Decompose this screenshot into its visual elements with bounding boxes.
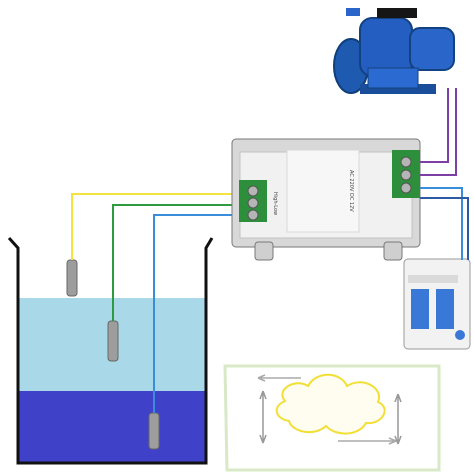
tank-outline — [7, 236, 214, 465]
controller-small-label: High-Low — [272, 192, 278, 215]
probe-icon — [66, 259, 78, 297]
yellow-wire — [71, 193, 239, 260]
tank-water-bottom — [18, 391, 206, 463]
probe-icon — [107, 320, 119, 362]
cycle-arrow-top — [257, 374, 301, 382]
blue-wire-2 — [420, 187, 463, 260]
cycle-arrow-left — [259, 390, 267, 444]
cycle-arrow-bottom — [338, 437, 397, 445]
controller-module-icon: AC 220V DC 12V High-Low — [231, 138, 421, 261]
probe-wires — [71, 193, 239, 413]
pump-icon — [333, 8, 455, 94]
breaker-icon — [403, 258, 471, 350]
purple-wire-1 — [420, 88, 449, 163]
purple-wire-2 — [420, 88, 457, 176]
blue-wire-3 — [420, 197, 469, 260]
blue-wire — [153, 214, 239, 413]
cycle-arrow-right — [394, 393, 402, 445]
probe-icon — [148, 412, 160, 450]
cycle-box-outline — [223, 364, 441, 472]
cycle-graphic — [223, 364, 441, 472]
green-wire — [112, 204, 239, 321]
power-wires — [420, 88, 469, 260]
cloud-icon — [275, 373, 386, 435]
controller-panel-text: AC 220V DC 12V — [348, 170, 354, 212]
